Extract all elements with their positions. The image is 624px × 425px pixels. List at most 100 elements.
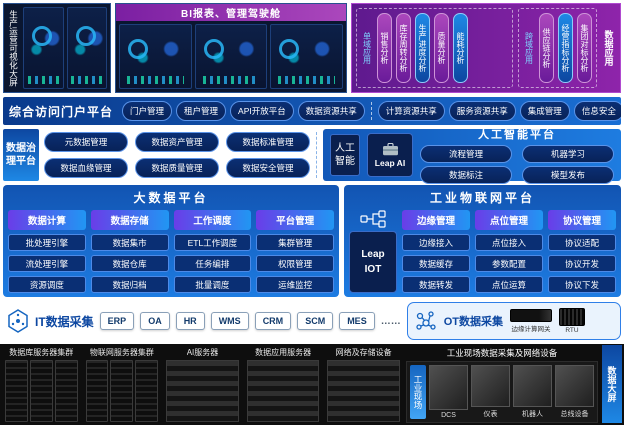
column-header: 边缘管理 — [402, 210, 470, 230]
module-cell: 任务编排 — [173, 255, 252, 272]
edge-gateway-image — [509, 309, 552, 322]
governance-ai-layer: 数据治理平台 元数据管理 数据资产管理 数据标准管理 数据血缘管理 数据质量管理… — [3, 129, 621, 184]
it-system-chip: ERP — [99, 312, 135, 330]
it-system-chip: WMS — [210, 312, 249, 330]
dashboard-thumbnail-image — [194, 24, 268, 89]
single-domain-apps-label: 单域应用 — [362, 32, 372, 64]
column-header: 数据计算 — [8, 210, 86, 230]
platform-layer: 大数据平台 数据计算 批处理引擎 流处理引擎 资源调度 数据存储 数据集市 数据… — [3, 185, 621, 297]
ai-module-chip: 数据标注 — [420, 166, 512, 184]
bigdata-column-admin: 平台管理 集群管理 权限管理 运维监控 — [256, 210, 334, 293]
server-rack-image — [110, 360, 134, 422]
portal-module-chip: 租户管理 — [176, 101, 227, 121]
industrial-device: 总线设备 — [554, 365, 594, 419]
ai-module-chip: 机器学习 — [522, 145, 614, 163]
rtu-device: RTU — [558, 308, 585, 334]
bigdata-columns: 数据计算 批处理引擎 流处理引擎 资源调度 数据存储 数据集市 数据仓库 数据归… — [8, 210, 334, 293]
module-cell: 点位接入 — [475, 234, 543, 251]
governance-module-chip: 数据安全管理 — [226, 158, 310, 178]
industrial-site-label: 工业现场 — [409, 365, 426, 419]
leap-ai-box: Leap AI — [367, 133, 413, 177]
leap-ai-label: Leap AI — [374, 157, 406, 168]
governance-module-chip: 元数据管理 — [44, 132, 128, 152]
iiot-platform-panel: 工业物联网平台 Leap IOT 边缘管理 边缘接入 — [344, 185, 621, 297]
server-cluster: 数据库服务器集群 — [3, 345, 80, 423]
ai-module-chip: 模型发布 — [522, 166, 614, 184]
it-system-chip: SCM — [297, 312, 334, 330]
industrial-device-label: 机器人 — [521, 411, 543, 418]
module-cell: 权限管理 — [256, 255, 334, 272]
module-cell: 数据转发 — [402, 276, 470, 293]
rack-group — [164, 360, 241, 423]
rtu-device-image — [558, 308, 585, 326]
portal-module-chip: 服务资源共享 — [448, 101, 516, 121]
server-rack-image — [54, 360, 78, 422]
module-cell: 协议开发 — [548, 255, 616, 272]
leap-iot-label-line1: Leap — [361, 249, 385, 260]
module-cell: 数据仓库 — [90, 255, 169, 272]
rack-group — [325, 360, 402, 423]
module-cell: 批处理引擎 — [8, 234, 86, 251]
ai-modules: 流程管理 机器学习 数据标注 模型发布 — [420, 145, 614, 184]
module-cell: 数据归档 — [90, 276, 169, 293]
server-cluster: 数据应用服务器 — [245, 345, 322, 423]
data-screen-label: 数据大屏 — [601, 345, 622, 423]
data-apps-title: 数据应用 — [603, 30, 614, 66]
portal-module-chip: 门户管理 — [122, 101, 173, 121]
cross-domain-apps-group: 跨域应用 供应链分析 经营指标分析 集团对标分析 — [518, 8, 597, 88]
data-app-chip: 销售分析 — [377, 13, 392, 83]
column-header: 协议管理 — [548, 210, 616, 230]
divider — [316, 132, 317, 178]
server-rack-image — [246, 360, 320, 422]
viz-screen-panel: 生产运营可视化大屏 — [3, 3, 111, 93]
network-nodes-icon — [360, 210, 386, 228]
governance-module-chip: 数据资产管理 — [135, 132, 219, 152]
rack-group — [3, 360, 80, 423]
portal-module-chip: API开放平台 — [230, 101, 294, 121]
module-cell: 批量调度 — [173, 276, 252, 293]
industrial-device-image — [554, 365, 594, 407]
data-app-chip: 库存周转分析 — [396, 13, 411, 83]
it-system-chip: CRM — [254, 312, 292, 330]
iiot-column-edge: 边缘管理 边缘接入 数据缓存 数据转发 — [402, 210, 470, 293]
it-system-chip: OA — [140, 312, 170, 330]
industrial-device: 机器人 — [512, 365, 552, 419]
module-cell: 运维监控 — [256, 276, 334, 293]
ai-tag: 人工智能 — [330, 134, 360, 176]
leap-iot-block: Leap IOT — [349, 210, 397, 293]
governance-modules: 元数据管理 数据资产管理 数据标准管理 数据血缘管理 数据质量管理 数据安全管理 — [44, 129, 310, 181]
bigdata-column-compute: 数据计算 批处理引擎 流处理引擎 资源调度 — [8, 210, 86, 293]
module-cell: 流处理引擎 — [8, 255, 86, 272]
portal-module-chip: 数据资源共享 — [297, 101, 365, 121]
molecule-icon — [416, 311, 436, 330]
server-cluster: AI服务器 — [164, 345, 241, 423]
rack-group — [84, 360, 161, 423]
module-cell: ETL工作调度 — [173, 234, 252, 251]
module-cell: 数据缓存 — [402, 255, 470, 272]
server-rack-image — [327, 360, 400, 422]
module-cell: 资源调度 — [8, 276, 86, 293]
server-rack-image — [85, 360, 109, 422]
governance-title: 数据治理平台 — [3, 129, 39, 181]
data-app-chip: 经营指标分析 — [558, 13, 573, 83]
server-rack-image — [135, 360, 159, 422]
cluster-label: 数据应用服务器 — [255, 348, 312, 357]
industrial-device: 仪表 — [470, 365, 510, 419]
data-app-chip: 质量分析 — [434, 13, 449, 83]
leap-iot-box: Leap IOT — [349, 231, 397, 293]
governance-module-chip: 数据质量管理 — [135, 158, 219, 178]
server-rack-image — [166, 360, 239, 422]
infrastructure-layer: 数据库服务器集群 物联网服务器集群 AI服务器 数据应用服务器 — [0, 344, 624, 425]
module-cell: 协议适配 — [548, 234, 616, 251]
bigdata-platform-title: 大数据平台 — [133, 191, 209, 205]
ot-collection-title: OT数据采集 — [443, 316, 503, 328]
single-domain-apps-group: 单域应用 销售分析 库存周转分析 生产进度分析 质量分析 能耗分析 — [356, 8, 513, 88]
column-header: 点位管理 — [475, 210, 543, 230]
portal-module-chip: 计算资源共享 — [377, 101, 445, 121]
cluster-label: 网络及存储设备 — [335, 348, 392, 357]
it-system-chip: MES — [339, 312, 375, 330]
it-system-chip: HR — [175, 312, 205, 330]
governance-module-chip: 数据血缘管理 — [44, 158, 128, 178]
cluster-label: 数据库服务器集群 — [9, 348, 74, 357]
column-header: 数据存储 — [90, 210, 169, 230]
